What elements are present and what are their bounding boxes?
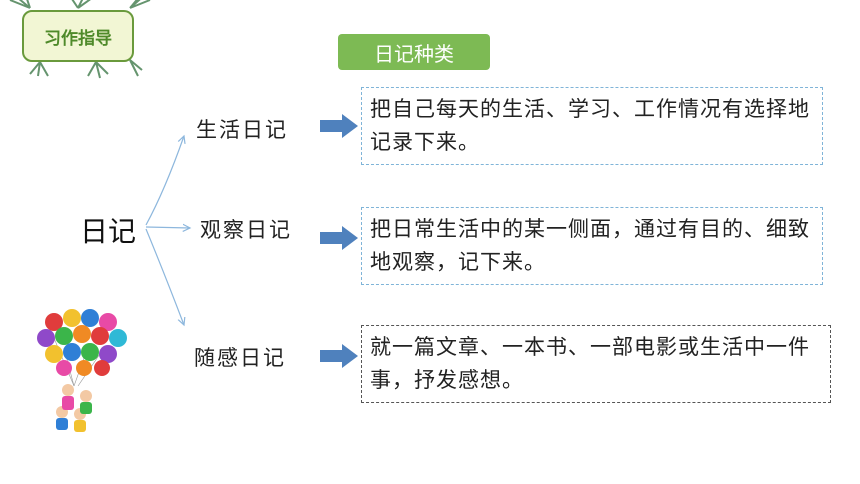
arrow-icon — [320, 226, 358, 250]
branch-label-reflection: 随感日记 — [194, 346, 286, 370]
connector-to-branch-2 — [145, 227, 190, 228]
diagram-title-text: 日记种类 — [374, 41, 454, 66]
branch-label-life: 生活日记 — [196, 118, 288, 142]
description-box-observation: 把日常生活中的某一侧面，通过有目的、细致地观察，记下来。 — [361, 207, 823, 285]
arrow-icon — [320, 114, 358, 138]
diagram-title: 日记种类 — [338, 34, 490, 70]
description-text: 把自己每天的生活、学习、工作情况有选择地记录下来。 — [370, 97, 810, 154]
description-text: 把日常生活中的某一侧面，通过有目的、细致地观察，记下来。 — [370, 217, 810, 274]
badge-label: 习作指导 — [44, 28, 112, 49]
connector-to-branch-1 — [145, 136, 184, 226]
guide-badge: 习作指导 — [22, 10, 134, 62]
description-box-reflection: 就一篇文章、一本书、一部电影或生活中一件事，抒发感想。 — [361, 325, 831, 403]
root-node: 日记 — [80, 215, 137, 248]
palm-leaves-icon — [9, 0, 151, 79]
connector-to-branch-3 — [145, 228, 184, 325]
arrow-icon — [320, 344, 358, 368]
description-box-life: 把自己每天的生活、学习、工作情况有选择地记录下来。 — [361, 87, 823, 165]
balloons-illustration — [37, 309, 127, 432]
description-text: 就一篇文章、一本书、一部电影或生活中一件事，抒发感想。 — [370, 335, 810, 392]
children-icon — [56, 384, 92, 432]
branch-label-observation: 观察日记 — [200, 218, 292, 242]
